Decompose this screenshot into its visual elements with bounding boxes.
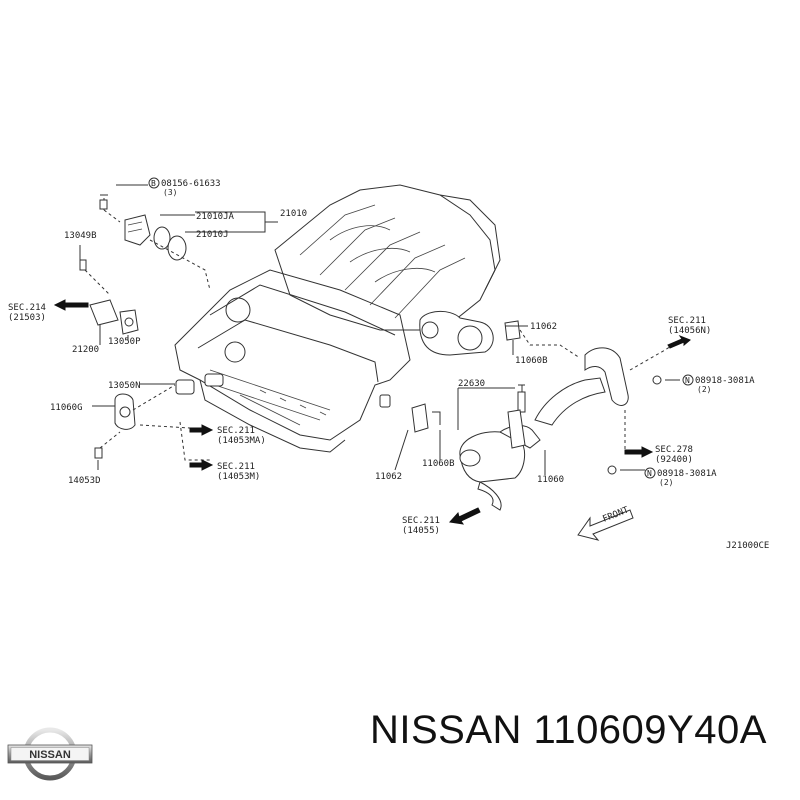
label-sec211-m: SEC.211 bbox=[217, 462, 255, 472]
label-13050P: 13050P bbox=[108, 337, 141, 347]
label-11060B-top: 11060B bbox=[515, 356, 548, 366]
arrow-sec211-ma bbox=[189, 424, 214, 436]
arrow-front bbox=[577, 509, 634, 541]
label-circle-b: B bbox=[151, 179, 156, 188]
label-21200: 21200 bbox=[72, 345, 99, 355]
label-sec278: SEC.278 bbox=[655, 445, 693, 455]
label-08918-bot: 08918-3081A bbox=[657, 469, 717, 479]
logo-wordmark: NISSAN bbox=[29, 749, 71, 761]
direction-arrows bbox=[53, 299, 691, 541]
label-13050N: 13050N bbox=[108, 381, 141, 391]
label-92400: (92400) bbox=[655, 455, 693, 465]
label-sec211-ma: SEC.211 bbox=[217, 426, 255, 436]
label-21010JA: 21010JA bbox=[196, 212, 235, 222]
part-number-title: NISSAN 110609Y40A bbox=[370, 708, 767, 752]
leader-lines bbox=[79, 184, 681, 475]
label-13049B: 13049B bbox=[64, 231, 97, 241]
arrow-sec214 bbox=[53, 299, 89, 311]
label-08156-qty: (3) bbox=[163, 188, 177, 197]
arrow-sec211-55 bbox=[449, 507, 481, 525]
label-11060G: 11060G bbox=[50, 403, 83, 413]
label-08918-top: 08918-3081A bbox=[695, 376, 755, 386]
label-14056N: (14056N) bbox=[668, 326, 711, 336]
label-diagram-code: J21000CE bbox=[726, 541, 769, 551]
arrow-sec211-n bbox=[667, 334, 691, 349]
label-sec211-n: SEC.211 bbox=[668, 316, 706, 326]
label-21503: (21503) bbox=[8, 313, 46, 323]
label-circle-n-top: N bbox=[685, 376, 690, 385]
label-11060: 11060 bbox=[537, 475, 564, 485]
label-08918-top-qty: (2) bbox=[697, 385, 711, 394]
arrow-sec278 bbox=[624, 446, 654, 458]
water-outlet-parts bbox=[379, 320, 662, 511]
label-08918-bot-qty: (2) bbox=[659, 478, 673, 487]
arrow-sec211-m bbox=[189, 459, 214, 471]
label-14053M: (14053M) bbox=[217, 472, 260, 482]
label-14053MA: (14053MA) bbox=[217, 436, 266, 446]
label-circle-n-bot: N bbox=[647, 469, 652, 478]
label-21010J: 21010J bbox=[196, 230, 229, 240]
engine-assembly bbox=[174, 184, 501, 453]
label-11062-bot: 11062 bbox=[375, 472, 402, 482]
label-11062-top: 11062 bbox=[530, 322, 557, 332]
label-11060B-bot: 11060B bbox=[422, 459, 455, 469]
thermostat-parts bbox=[79, 194, 211, 459]
label-sec214: SEC.214 bbox=[8, 303, 46, 313]
callout-labels: B 08156-61633 (3) 21010 21010JA 21010J 1… bbox=[8, 177, 769, 551]
label-21010: 21010 bbox=[280, 209, 307, 219]
nissan-logo: NISSAN bbox=[7, 727, 93, 781]
label-08156-61633: 08156-61633 bbox=[161, 179, 221, 189]
label-front: FRONT bbox=[601, 505, 630, 525]
label-14055: (14055) bbox=[402, 526, 440, 536]
label-sec211-55: SEC.211 bbox=[402, 516, 440, 526]
label-22630: 22630 bbox=[458, 379, 485, 389]
label-14053D: 14053D bbox=[68, 476, 101, 486]
